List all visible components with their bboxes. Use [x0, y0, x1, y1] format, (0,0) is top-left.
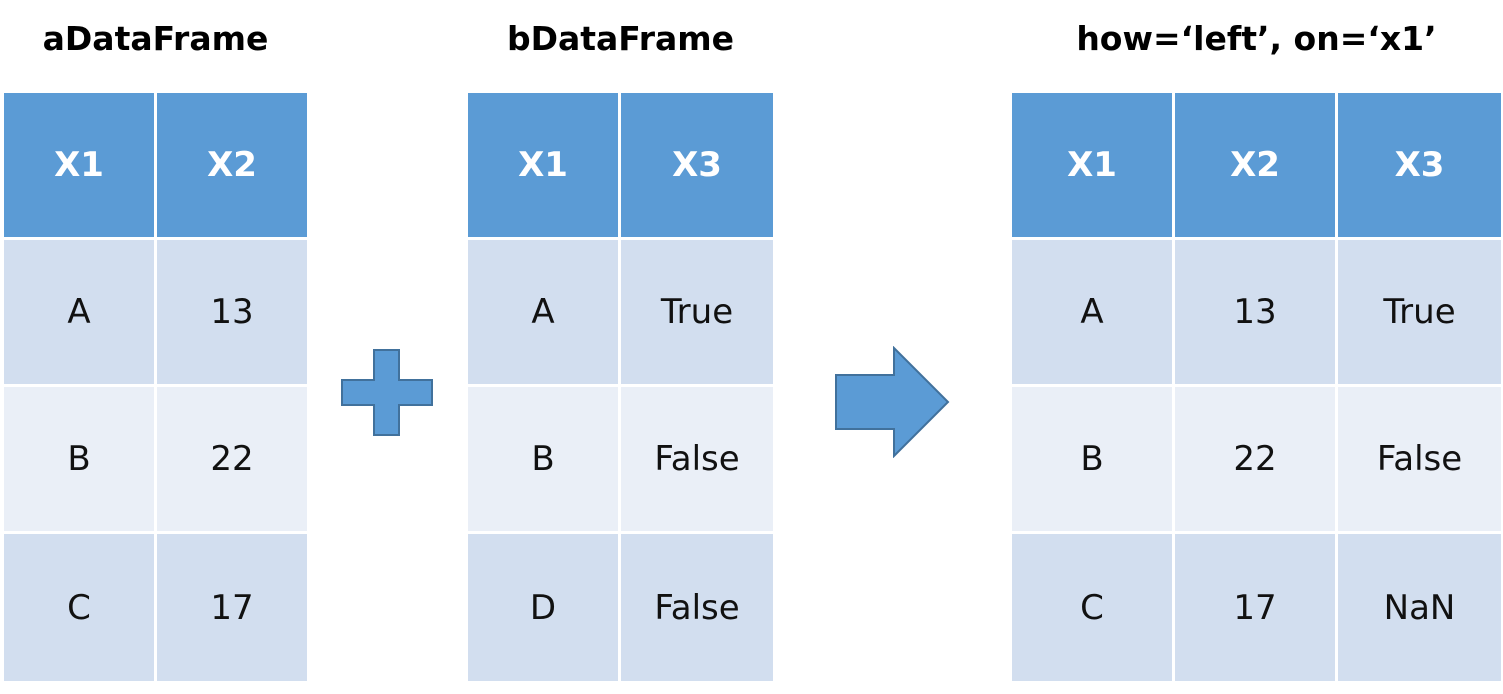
- table-cell: 22: [157, 387, 307, 534]
- table-cell: 17: [1175, 534, 1338, 681]
- table-header-row: X1 X2 X3: [1012, 93, 1501, 240]
- plus-icon: [341, 349, 433, 436]
- table-cell: D: [468, 534, 621, 681]
- table-cell: 17: [157, 534, 307, 681]
- table-row: A 13: [4, 240, 307, 387]
- table-cell: A: [468, 240, 621, 387]
- table-row: C 17 NaN: [1012, 534, 1501, 681]
- column-header-x1: X1: [4, 93, 157, 240]
- table-row: B False: [468, 387, 773, 534]
- column-header-x1: X1: [468, 93, 621, 240]
- table-cell: A: [4, 240, 157, 387]
- table-cell: False: [621, 534, 773, 681]
- right-arrow-icon: [835, 346, 950, 458]
- column-header-x2: X2: [157, 93, 307, 240]
- column-header-x3: X3: [1338, 93, 1501, 240]
- table-row: C 17: [4, 534, 307, 681]
- table-cell: False: [1338, 387, 1501, 534]
- table-cell: 13: [157, 240, 307, 387]
- table-cell: False: [621, 387, 773, 534]
- a-dataframe-title: aDataFrame: [42, 19, 269, 58]
- table-header-row: X1 X3: [468, 93, 773, 240]
- table-row: D False: [468, 534, 773, 681]
- column-header-x2: X2: [1175, 93, 1338, 240]
- table-header-row: X1 X2: [4, 93, 307, 240]
- table-row: B 22 False: [1012, 387, 1501, 534]
- table-cell: B: [1012, 387, 1175, 534]
- b-dataframe-title: bDataFrame: [506, 19, 735, 58]
- a-dataframe-table: X1 X2 A 13 B 22 C 17: [4, 93, 307, 681]
- table-cell: B: [4, 387, 157, 534]
- table-cell: A: [1012, 240, 1175, 387]
- column-header-x1: X1: [1012, 93, 1175, 240]
- table-cell: True: [1338, 240, 1501, 387]
- table-cell: 13: [1175, 240, 1338, 387]
- table-cell: 22: [1175, 387, 1338, 534]
- table-row: B 22: [4, 387, 307, 534]
- result-dataframe-title: how=‘left’, on=‘x1’: [1076, 19, 1437, 58]
- table-cell: C: [1012, 534, 1175, 681]
- table-row: A True: [468, 240, 773, 387]
- result-dataframe-table: X1 X2 X3 A 13 True B 22 False C 17 NaN: [1012, 93, 1501, 681]
- table-row: A 13 True: [1012, 240, 1501, 387]
- table-cell: C: [4, 534, 157, 681]
- table-cell: True: [621, 240, 773, 387]
- column-header-x3: X3: [621, 93, 773, 240]
- b-dataframe-table: X1 X3 A True B False D False: [468, 93, 773, 681]
- table-cell: B: [468, 387, 621, 534]
- table-cell: NaN: [1338, 534, 1501, 681]
